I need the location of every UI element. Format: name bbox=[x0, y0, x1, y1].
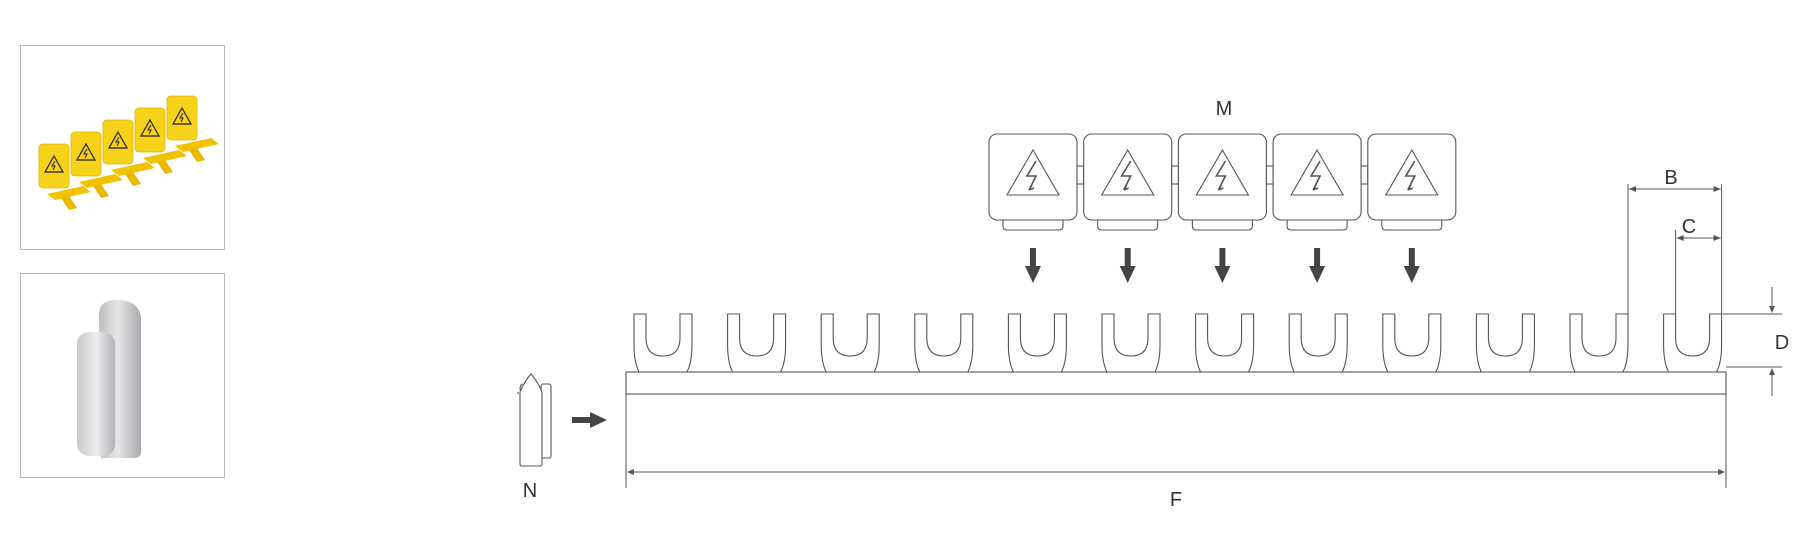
fork-pin-6 bbox=[1101, 313, 1161, 373]
high-voltage-warning-icon bbox=[107, 130, 129, 149]
down-arrow-icon bbox=[1309, 248, 1326, 283]
fork-pin-1 bbox=[633, 313, 693, 373]
label-m: M bbox=[1216, 98, 1233, 120]
high-voltage-warning-icon bbox=[43, 154, 65, 173]
warning-cover-2 bbox=[1083, 133, 1179, 231]
high-voltage-warning-icon bbox=[1195, 148, 1250, 196]
cover-connector bbox=[1171, 165, 1179, 185]
cover-connector bbox=[1360, 165, 1369, 185]
warning-cover-1 bbox=[988, 133, 1085, 231]
fork-pin-3 bbox=[820, 313, 880, 373]
label-f: F bbox=[1170, 489, 1182, 511]
fork-pin-5 bbox=[1007, 313, 1067, 373]
warning-cover-5 bbox=[1367, 133, 1457, 231]
down-arrow-icon bbox=[1214, 248, 1231, 283]
busbar-body bbox=[625, 371, 1727, 395]
label-c: C bbox=[1682, 216, 1696, 238]
dimension-d bbox=[1722, 287, 1782, 396]
high-voltage-warning-icon bbox=[139, 118, 161, 137]
fork-pin-4 bbox=[914, 313, 974, 373]
fork-pin-7 bbox=[1195, 313, 1255, 373]
yellow-cover-4 bbox=[134, 107, 187, 174]
label-b: B bbox=[1664, 167, 1677, 189]
high-voltage-warning-icon bbox=[75, 142, 97, 161]
high-voltage-warning-icon bbox=[1290, 148, 1345, 196]
fork-pin-12 bbox=[1663, 313, 1723, 373]
yellow-covers-illustration bbox=[38, 95, 219, 210]
dimension-c bbox=[1675, 230, 1721, 314]
warning-cover-3 bbox=[1177, 133, 1274, 231]
label-d: D bbox=[1775, 332, 1789, 354]
yellow-cover-2 bbox=[70, 131, 123, 198]
high-voltage-warning-icon bbox=[1384, 148, 1439, 196]
high-voltage-warning-icon bbox=[1006, 148, 1060, 196]
yellow-cover-5 bbox=[166, 95, 219, 162]
label-n: N bbox=[523, 480, 537, 502]
high-voltage-warning-icon bbox=[171, 106, 193, 125]
end-cap-body bbox=[519, 373, 543, 467]
yellow-cover-3 bbox=[102, 119, 155, 186]
dimension-f bbox=[625, 394, 1727, 488]
cover-connector bbox=[1265, 165, 1274, 185]
yellow-cover-1 bbox=[38, 143, 91, 210]
down-arrow-icon bbox=[1025, 248, 1041, 283]
dimension-b bbox=[1627, 184, 1723, 314]
warning-cover-4 bbox=[1272, 133, 1369, 231]
end-cap-illustration bbox=[77, 300, 141, 458]
fork-pin-8 bbox=[1288, 313, 1348, 373]
fork-pin-2 bbox=[727, 313, 787, 373]
right-arrow-icon bbox=[572, 412, 607, 428]
fork-pin-11 bbox=[1569, 313, 1629, 373]
fork-pin-10 bbox=[1475, 313, 1535, 373]
end-cap-photo bbox=[20, 273, 225, 478]
down-arrow-icon bbox=[1403, 248, 1420, 283]
fork-pin-9 bbox=[1382, 313, 1442, 373]
yellow-warning-covers-photo bbox=[20, 45, 225, 250]
down-arrow-icon bbox=[1119, 248, 1136, 283]
cover-connector bbox=[1076, 165, 1085, 185]
high-voltage-warning-icon bbox=[1100, 148, 1155, 196]
